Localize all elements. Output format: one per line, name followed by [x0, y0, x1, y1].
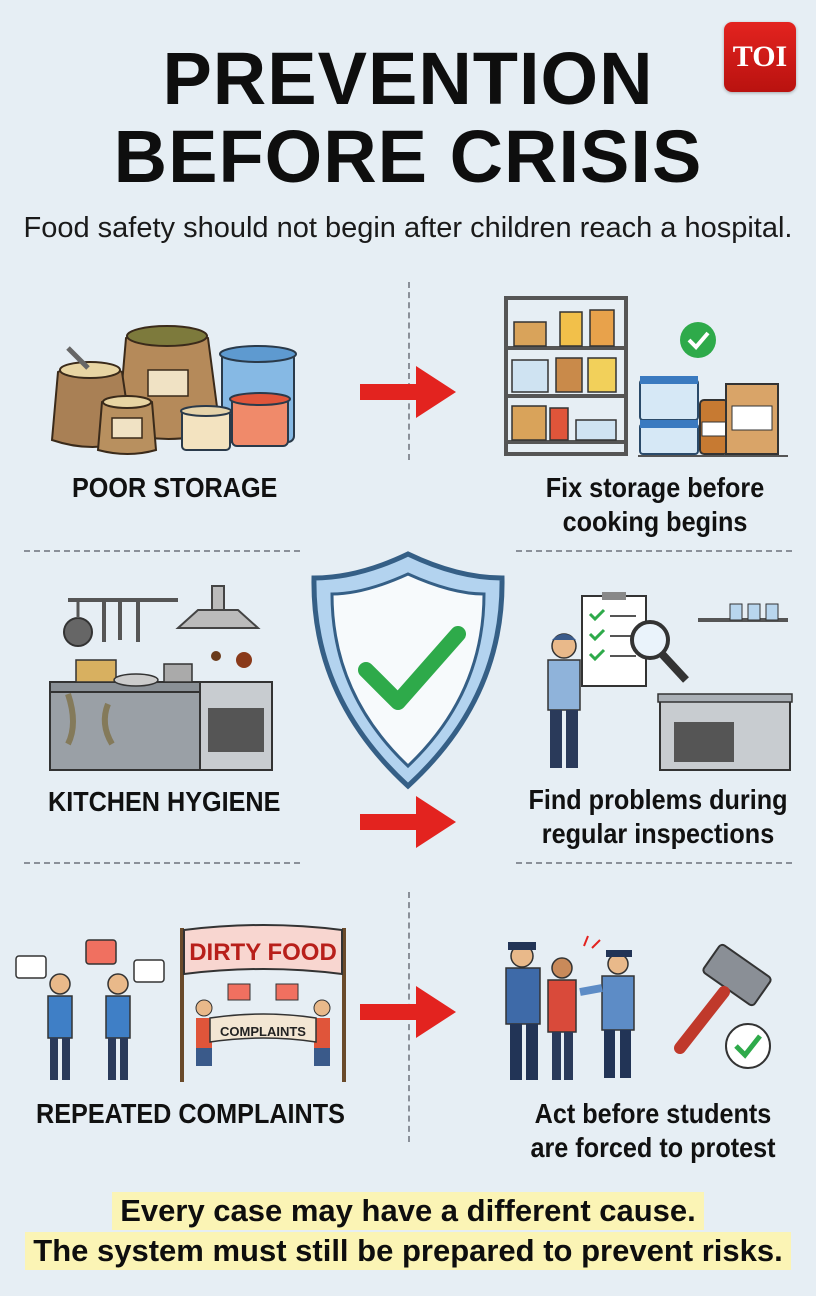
title-line-1: PREVENTION: [162, 37, 654, 120]
divider-right-1: [516, 550, 792, 552]
divider-left-2: [24, 862, 300, 864]
problem-label-2: KITCHEN HYGIENE: [48, 786, 281, 817]
checkmark-badge-icon: [725, 1023, 771, 1069]
checkmark-badge-icon: [680, 322, 716, 358]
footer-line-2-wrap: The system must still be prepared to pre…: [0, 1232, 816, 1270]
complaints-illustration: DIRTY FOOD COMPLAINTS: [14, 922, 354, 1088]
problem-label-1: POOR STORAGE: [72, 472, 278, 503]
gavel-icon: [674, 943, 772, 1054]
solution-label-2b: regular inspections: [541, 818, 775, 849]
arrow-right-icon: [360, 796, 456, 848]
divider-vertical-1: [408, 282, 410, 460]
poor-storage-illustration: [48, 310, 308, 460]
footer-line-1-wrap: Every case may have a different cause.: [0, 1192, 816, 1230]
organized-storage-illustration: [500, 296, 790, 460]
divider-left-1: [24, 550, 300, 552]
solution-label-1a: Fix storage before: [545, 472, 765, 503]
title-line-2: BEFORE CRISIS: [113, 115, 703, 198]
subtitle: Food safety should not begin after child…: [23, 212, 793, 244]
shield-check-icon: [308, 548, 508, 792]
banner-text: DIRTY FOOD: [189, 939, 337, 966]
inspection-illustration: [538, 590, 794, 776]
toi-logo: TOI: [724, 22, 796, 92]
footer-line-2: The system must still be prepared to pre…: [25, 1232, 791, 1270]
solution-label-3b: are forced to protest: [530, 1132, 776, 1163]
divider-right-2: [516, 862, 792, 864]
sign-text: COMPLAINTS: [220, 1024, 306, 1039]
solution-label-2a: Find problems during: [528, 784, 788, 815]
solution-label-1b: cooking begins: [562, 506, 748, 537]
dirty-kitchen-illustration: [48, 584, 278, 774]
arrow-right-icon: [360, 366, 456, 418]
solution-label-3a: Act before students: [534, 1098, 772, 1129]
footer-line-1: Every case may have a different cause.: [112, 1192, 704, 1230]
enforcement-illustration: [492, 928, 792, 1088]
problem-label-3: REPEATED COMPLAINTS: [36, 1098, 345, 1129]
arrow-right-icon: [360, 986, 456, 1038]
